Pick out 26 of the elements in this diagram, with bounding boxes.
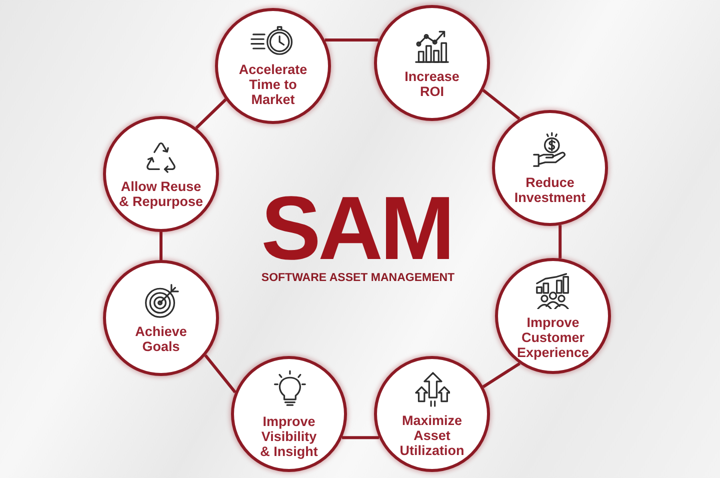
node-label: Improve Visibility & Insight (259, 414, 319, 458)
connector-line (324, 38, 379, 42)
circle-node (492, 110, 608, 226)
node-label: Maximize Asset Utilization (398, 412, 466, 458)
circle-node (374, 356, 490, 472)
circle-node (495, 258, 611, 374)
circle-node (374, 5, 490, 121)
circle-node (231, 356, 347, 472)
connector-line (558, 225, 562, 258)
connector-line (342, 436, 379, 440)
circle-node (103, 116, 219, 232)
subtitle-text: SOFTWARE ASSET MANAGEMENT (261, 272, 455, 285)
node-label: Achieve Goals (134, 324, 188, 354)
connector-line (195, 98, 227, 130)
node-label: Allow Reuse & Repurpose (118, 179, 204, 209)
circle-node (103, 260, 219, 376)
node-label: Accelerate Time to Market (238, 62, 308, 106)
node-label: Reduce Investment (513, 175, 587, 205)
connector-line (160, 232, 162, 260)
connector-line (204, 354, 236, 394)
connector-line (482, 362, 520, 388)
node-label: Improve Customer Experience (516, 314, 590, 360)
title: SAM (261, 188, 452, 270)
circle-node (215, 8, 331, 124)
connector-line (482, 89, 520, 120)
node-label: Increase ROI (404, 69, 460, 99)
